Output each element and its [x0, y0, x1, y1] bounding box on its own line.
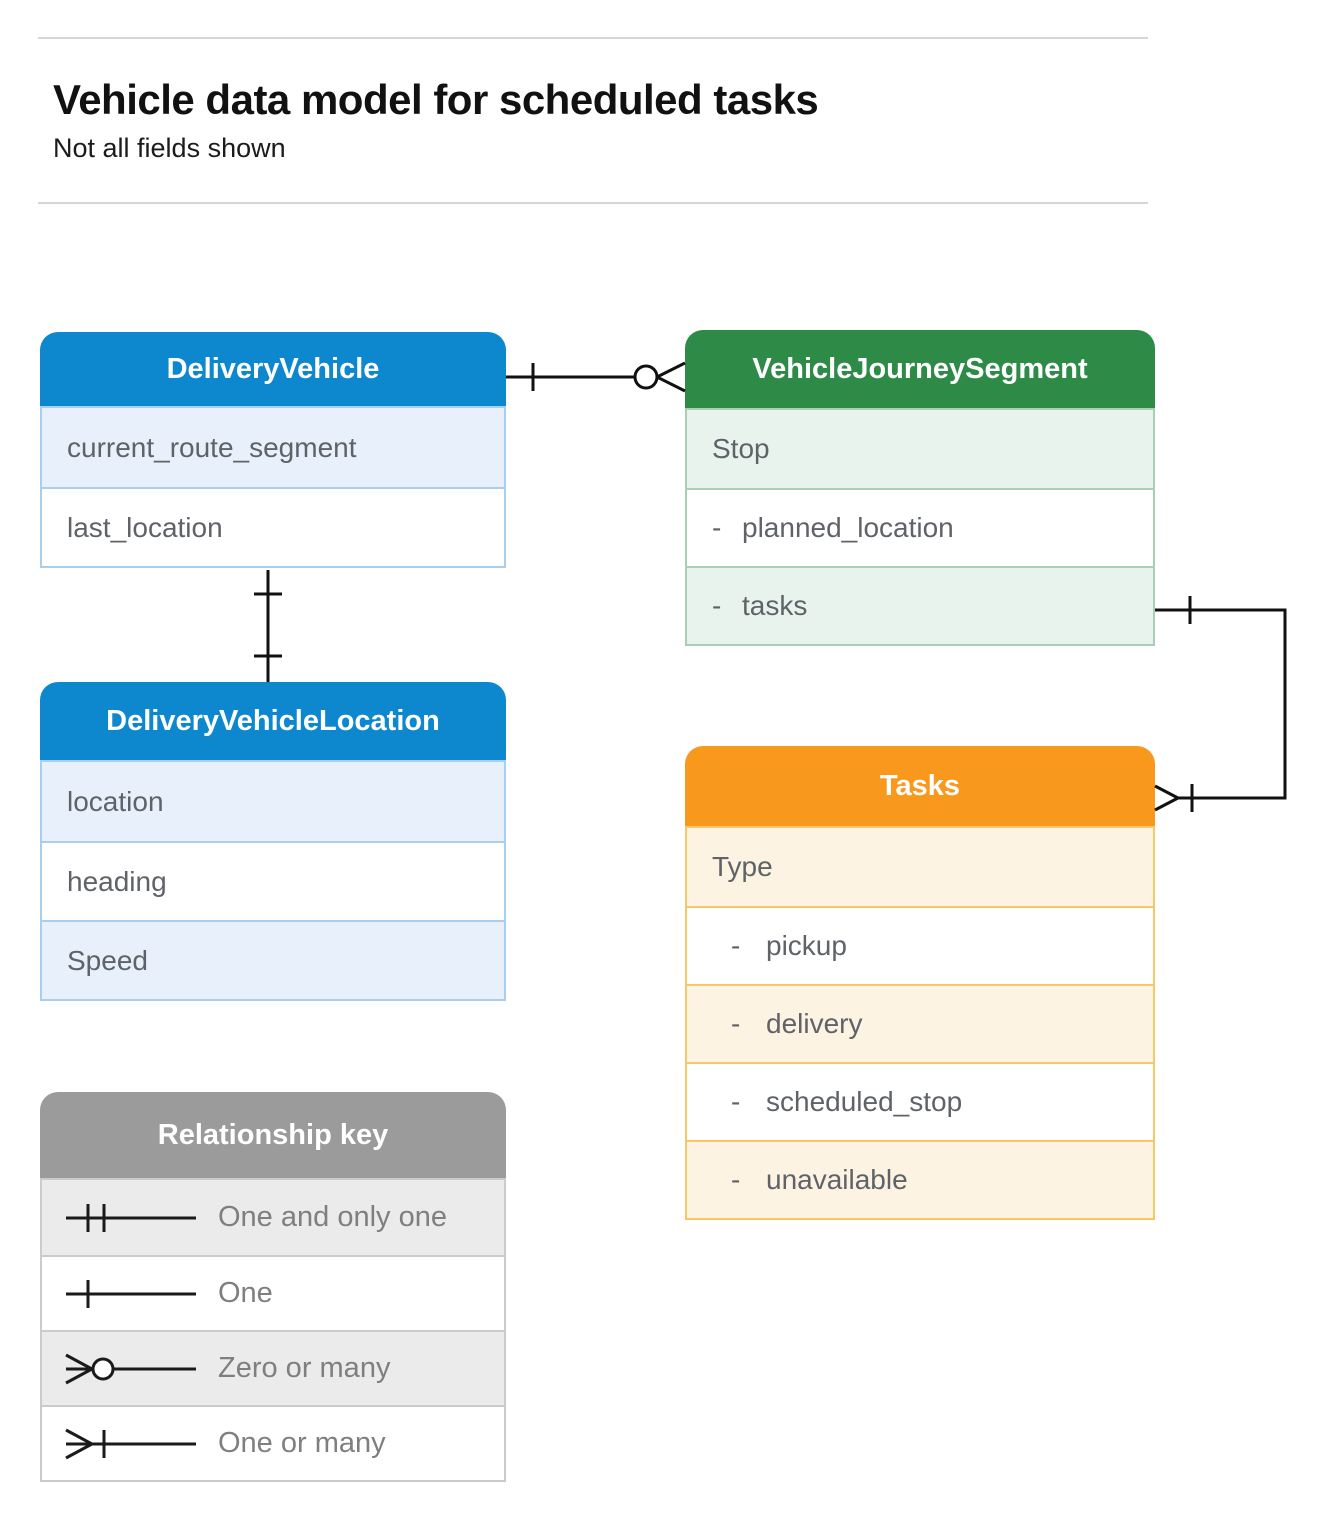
field-dash: -: [731, 1164, 741, 1195]
entity-delivery-vehicle: DeliveryVehicle current_route_segment la…: [40, 332, 506, 568]
field-label: location: [67, 785, 164, 817]
field-row: - delivery: [687, 984, 1153, 1062]
entity-delivery-vehicle-location-fields: location heading Speed: [40, 760, 506, 1001]
entity-tasks: Tasks Type - pickup - delivery - schedul…: [685, 746, 1155, 1220]
legend-item: One: [42, 1255, 504, 1330]
field-row: Stop: [687, 410, 1153, 488]
connector-journeysegment-tasks: [1154, 596, 1287, 812]
entity-delivery-vehicle-header: DeliveryVehicle: [40, 332, 506, 406]
entity-title: DeliveryVehicle: [166, 352, 380, 385]
field-label: Speed: [67, 944, 148, 976]
relationship-key-header: Relationship key: [40, 1092, 506, 1178]
entity-delivery-vehicle-fields: current_route_segment last_location: [40, 406, 506, 568]
connector-deliveryvehicle-journeysegment: [506, 361, 686, 393]
connector-deliveryvehicle-location: [254, 570, 282, 682]
legend-item: Zero or many: [42, 1330, 504, 1405]
field-row: last_location: [42, 487, 504, 566]
header-divider: [38, 202, 1148, 204]
legend-label: One or many: [218, 1427, 386, 1459]
field-row: heading: [42, 841, 504, 920]
field-dash: -: [731, 930, 741, 961]
field-row: Type: [687, 828, 1153, 906]
entity-title: DeliveryVehicleLocation: [106, 704, 440, 737]
field-label: delivery: [766, 1008, 863, 1039]
entity-delivery-vehicle-location: DeliveryVehicleLocation location heading…: [40, 682, 506, 1001]
field-label: tasks: [742, 590, 808, 621]
one-icon: [66, 1279, 196, 1308]
page-title: Vehicle data model for scheduled tasks: [53, 76, 819, 123]
entity-delivery-vehicle-location-header: DeliveryVehicleLocation: [40, 682, 506, 760]
one-or-many-icon: [65, 1428, 196, 1459]
field-row: - unavailable: [687, 1140, 1153, 1218]
field-label: planned_location: [742, 512, 954, 543]
field-label: last_location: [67, 511, 223, 543]
legend-item: One or many: [42, 1405, 504, 1480]
entity-title: VehicleJourneySegment: [752, 352, 1088, 385]
field-dash: -: [712, 590, 722, 621]
field-label: unavailable: [766, 1164, 908, 1195]
legend-label: One: [218, 1277, 273, 1309]
field-label: Stop: [712, 433, 770, 464]
legend-item: One and only one: [42, 1180, 504, 1255]
field-row: current_route_segment: [42, 408, 504, 487]
field-label: Type: [712, 851, 773, 882]
entity-vehicle-journey-segment: VehicleJourneySegment Stop - planned_loc…: [685, 330, 1155, 646]
field-row: - tasks: [687, 566, 1153, 644]
field-label: heading: [67, 865, 167, 897]
top-divider: [38, 37, 1148, 39]
entity-vehicle-journey-segment-header: VehicleJourneySegment: [685, 330, 1155, 408]
entity-tasks-header: Tasks: [685, 746, 1155, 826]
one-and-only-one-icon: [66, 1203, 196, 1232]
relationship-key: Relationship key One and only one One: [40, 1092, 506, 1482]
zero-or-many-icon: [65, 1353, 196, 1384]
field-row: Speed: [42, 920, 504, 999]
field-label: pickup: [766, 930, 847, 961]
field-row: - planned_location: [687, 488, 1153, 566]
page-subtitle: Not all fields shown: [53, 133, 286, 163]
field-row: - scheduled_stop: [687, 1062, 1153, 1140]
field-dash: -: [731, 1008, 741, 1039]
field-dash: -: [712, 512, 722, 543]
field-row: location: [42, 762, 504, 841]
legend-label: One and only one: [218, 1201, 447, 1233]
entity-tasks-fields: Type - pickup - delivery - scheduled_sto…: [685, 826, 1155, 1220]
entity-vehicle-journey-segment-fields: Stop - planned_location - tasks: [685, 408, 1155, 646]
field-label: current_route_segment: [67, 431, 357, 463]
field-dash: -: [731, 1086, 741, 1117]
relationship-key-title: Relationship key: [157, 1118, 389, 1151]
legend-label: Zero or many: [218, 1352, 391, 1384]
field-row: - pickup: [687, 906, 1153, 984]
relationship-key-items: One and only one One Zero or many: [40, 1178, 506, 1482]
entity-title: Tasks: [879, 769, 961, 802]
field-label: scheduled_stop: [766, 1086, 963, 1117]
